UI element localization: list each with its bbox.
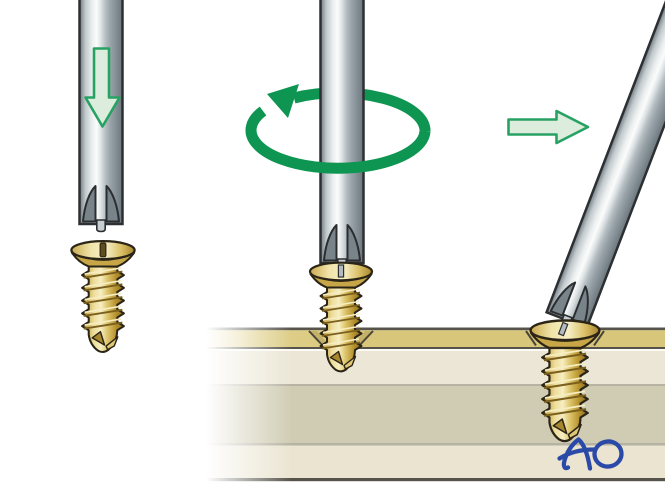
bone-bottom-line: [206, 478, 665, 482]
bone-surface-line: [206, 327, 665, 331]
ao-logo-letter-o: [592, 439, 624, 469]
gold-band-underline: [206, 347, 665, 349]
bone-separator-1: [206, 384, 665, 386]
bone-separator-2: [206, 443, 665, 446]
bone-left-fade: [206, 326, 292, 483]
rotation-arrow-icon: [267, 84, 299, 118]
countersink-line-left2: [525, 330, 537, 347]
screwdriver-shaft-right: [542, 0, 665, 336]
bone-block: [206, 326, 665, 483]
bone-highlight-line: [206, 349, 665, 351]
screw-slot: [99, 242, 107, 258]
ao-logo-letter-a: [557, 437, 597, 471]
ao-logo: [557, 437, 624, 471]
right-arrow-icon: [507, 109, 590, 145]
driver-blade-in-slot: [337, 264, 345, 278]
countersink-line-right2: [593, 330, 605, 347]
step1-position: [70, 0, 136, 354]
down-arrow-icon: [84, 47, 121, 128]
rotation-arrow-front: [245, 106, 431, 174]
screwdriver-shaft-middle: [319, 0, 365, 272]
step2-drive: [245, 0, 431, 373]
rotation-arrow-back: [292, 87, 431, 132]
step3-release: [507, 0, 665, 443]
screw-left: [70, 240, 136, 354]
